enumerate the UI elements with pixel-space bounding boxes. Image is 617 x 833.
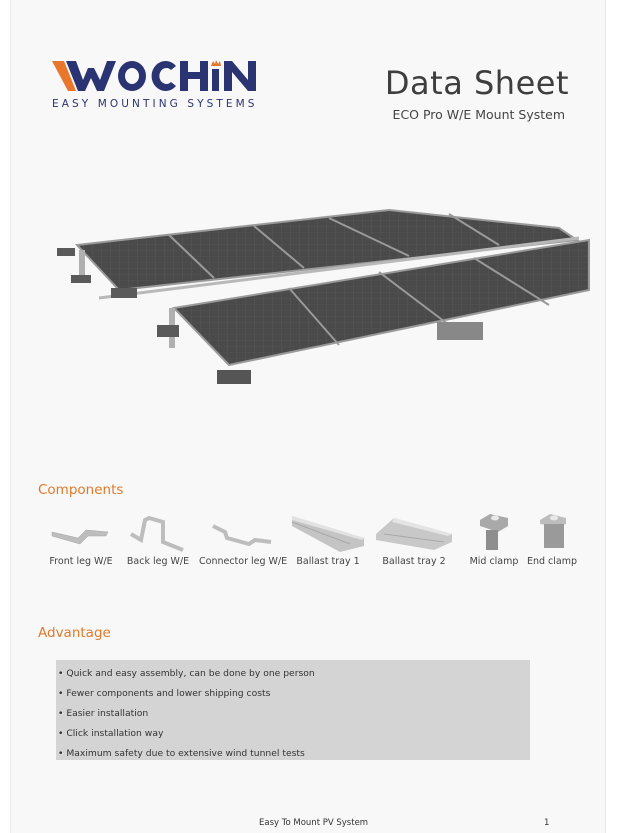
component-ballast-tray-2: Ballast tray 2 bbox=[373, 512, 455, 567]
component-label: End clamp bbox=[526, 556, 578, 567]
component-label: Ballast tray 1 bbox=[296, 556, 360, 567]
front-leg-icon bbox=[51, 529, 109, 545]
solar-array-image bbox=[57, 208, 590, 384]
back-leg-icon bbox=[129, 515, 184, 552]
connector-leg-icon bbox=[212, 524, 272, 547]
page-number: 1 bbox=[544, 818, 550, 828]
wochin-logo-icon bbox=[52, 60, 256, 91]
component-ballast-tray-1: Ballast tray 1 bbox=[287, 512, 369, 567]
component-label: Connector leg W/E bbox=[199, 556, 288, 567]
component-back-leg: Back leg W/E bbox=[125, 512, 191, 567]
footer-text: Easy To Mount PV System bbox=[259, 818, 369, 828]
component-front-leg: Front leg W/E bbox=[47, 512, 115, 567]
component-label: Ballast tray 2 bbox=[382, 556, 446, 567]
ballast-tray-icon bbox=[376, 518, 452, 550]
advantage-item: • Fewer components and lower shipping co… bbox=[58, 688, 271, 699]
advantage-heading: Advantage bbox=[38, 625, 111, 641]
component-label: Front leg W/E bbox=[49, 556, 113, 567]
component-connector-leg: Connector leg W/E bbox=[199, 512, 288, 567]
advantage-item: • Quick and easy assembly, can be done b… bbox=[58, 668, 315, 679]
components-heading: Components bbox=[38, 482, 124, 498]
page-subtitle: ECO Pro W/E Mount System bbox=[392, 107, 565, 122]
mid-clamp-icon bbox=[480, 514, 508, 550]
brand-logo: EASY MOUNTING SYSTEMS bbox=[52, 58, 262, 114]
document-page: EASY MOUNTING SYSTEMS Data Sheet ECO Pro… bbox=[10, 0, 606, 833]
component-label: Mid clamp bbox=[469, 556, 519, 567]
advantage-list: • Quick and easy assembly, can be done b… bbox=[56, 660, 530, 760]
end-clamp-icon bbox=[540, 514, 566, 548]
advantage-item: • Easier installation bbox=[58, 708, 149, 719]
brand-tagline: EASY MOUNTING SYSTEMS bbox=[52, 98, 258, 110]
advantage-item: • Maximum safety due to extensive wind t… bbox=[58, 748, 305, 759]
component-label: Back leg W/E bbox=[126, 556, 190, 567]
page-title: Data Sheet bbox=[384, 64, 569, 102]
advantage-item: • Click installation way bbox=[58, 728, 164, 739]
ballast-tray-icon bbox=[291, 516, 364, 552]
component-end-clamp: End clamp bbox=[526, 512, 578, 567]
component-mid-clamp: Mid clamp bbox=[469, 512, 519, 567]
